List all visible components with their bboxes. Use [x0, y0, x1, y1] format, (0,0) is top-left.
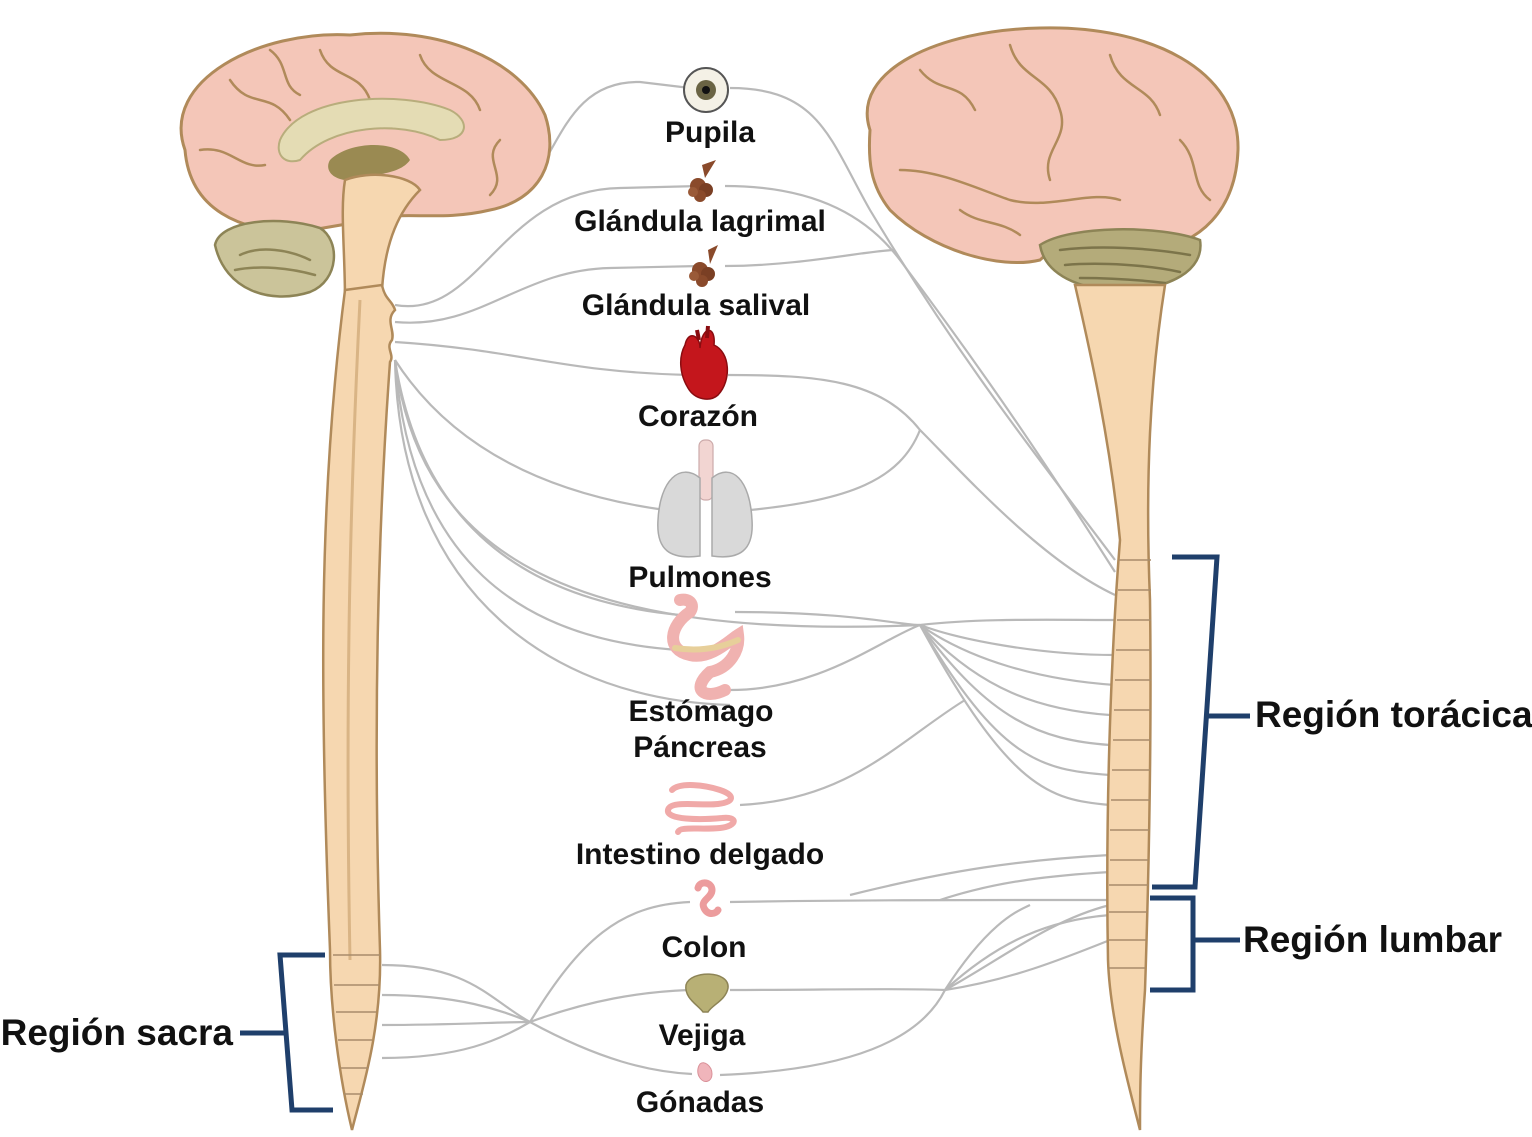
lacrimal-gland-icon [688, 160, 716, 202]
nerve-sacral-4 [382, 1022, 530, 1058]
nerve-sacral-3 [382, 1022, 530, 1025]
lungs-icon [658, 440, 752, 557]
right-cord-body [1075, 285, 1165, 1130]
bladder-icon [686, 974, 728, 1012]
label-pupila: Pupila [665, 116, 755, 149]
label-intestino-delgado: Intestino delgado [576, 838, 824, 871]
nerve-salival-right [725, 250, 895, 266]
nerve-bladder-lumbar [945, 915, 1110, 990]
nerve-stomach-right [735, 612, 1115, 625]
nerve-vagus-lungs [395, 360, 665, 510]
nerve-sacral-bladder [530, 990, 688, 1022]
label-estomago: Estómago [628, 695, 773, 728]
nerve-heart-right [728, 375, 1115, 595]
nerve-bladder-right [730, 989, 945, 990]
nerve-celiac-1 [920, 625, 1115, 655]
small-intestine-icon [668, 785, 734, 832]
label-glandula-lagrimal: Glándula lagrimal [574, 205, 826, 238]
eye-icon [684, 68, 728, 112]
nerve-lungs-right [750, 430, 920, 510]
bracket-sacra [240, 955, 333, 1110]
bracket-lumbar [1150, 898, 1240, 990]
left-spinal-cord [323, 285, 395, 1130]
left-brainstem [343, 175, 420, 300]
nerve-stomach-lower-right [730, 625, 920, 690]
label-glandula-salival: Glándula salival [582, 289, 810, 322]
colon-icon [698, 883, 718, 914]
stomach-pancreas-icon [673, 600, 738, 694]
nerve-lumbar-4 [945, 940, 1110, 990]
right-brain [867, 28, 1238, 290]
left-brain [181, 33, 550, 300]
label-pancreas: Páncreas [633, 731, 766, 764]
gonads-icon [698, 1063, 712, 1082]
salivary-gland-icon [689, 245, 718, 287]
label-gonadas: Gónadas [636, 1086, 764, 1119]
label-colon: Colon [662, 931, 747, 964]
nerve-colon-right [730, 900, 1110, 902]
right-cerebrum [867, 28, 1238, 263]
right-cerebellum [1040, 229, 1200, 290]
label-region-lumbar: Región lumbar [1243, 919, 1502, 960]
label-region-toracica: Región torácica [1255, 694, 1532, 735]
left-cerebellum [215, 221, 334, 296]
nerve-vagus-heart [395, 342, 690, 375]
bracket-toracica [1152, 557, 1250, 887]
label-pulmones: Pulmones [628, 561, 771, 594]
right-spinal-cord [1075, 285, 1165, 1130]
nerve-intestine-right [740, 700, 965, 805]
heart-icon [681, 326, 728, 399]
left-cord-body [323, 285, 395, 1130]
label-region-sacra: Región sacra [1, 1012, 234, 1053]
nerve-lumbar-2 [940, 872, 1110, 900]
label-vejiga: Vejiga [659, 1019, 746, 1052]
label-corazon: Corazón [638, 400, 758, 433]
